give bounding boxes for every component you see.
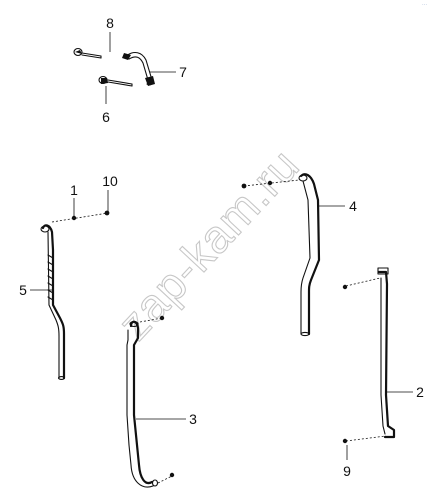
part-2-fasteners <box>342 277 387 444</box>
part-4-pipe <box>298 173 321 337</box>
callout-labels: 8 7 6 1 10 4 5 3 2 9 <box>19 15 424 479</box>
part-3-fasteners <box>139 315 175 484</box>
callout-7: 7 <box>179 64 187 80</box>
callout-9: 9 <box>343 463 351 479</box>
corner-mark: ··· <box>422 2 427 8</box>
watermark: zap-kam.ru <box>107 139 309 350</box>
part-1-10-fasteners <box>51 210 110 223</box>
callout-1: 1 <box>70 182 78 198</box>
part-4-fasteners <box>241 179 300 189</box>
part-8-bolt <box>73 47 102 59</box>
callout-10: 10 <box>102 173 118 189</box>
part-5-pipe <box>40 224 66 380</box>
callout-2: 2 <box>416 384 424 400</box>
callout-8: 8 <box>106 15 114 31</box>
part-6-bolt <box>98 75 133 87</box>
callout-5: 5 <box>19 282 27 298</box>
top-bracket-group <box>73 47 155 87</box>
callout-6: 6 <box>102 109 110 125</box>
part-7-bracket <box>122 51 155 86</box>
callout-4: 4 <box>349 198 357 214</box>
leader-lines <box>30 32 413 460</box>
part-3-pipe <box>126 320 159 488</box>
part-2-rod <box>377 267 396 439</box>
callout-3: 3 <box>189 411 197 427</box>
